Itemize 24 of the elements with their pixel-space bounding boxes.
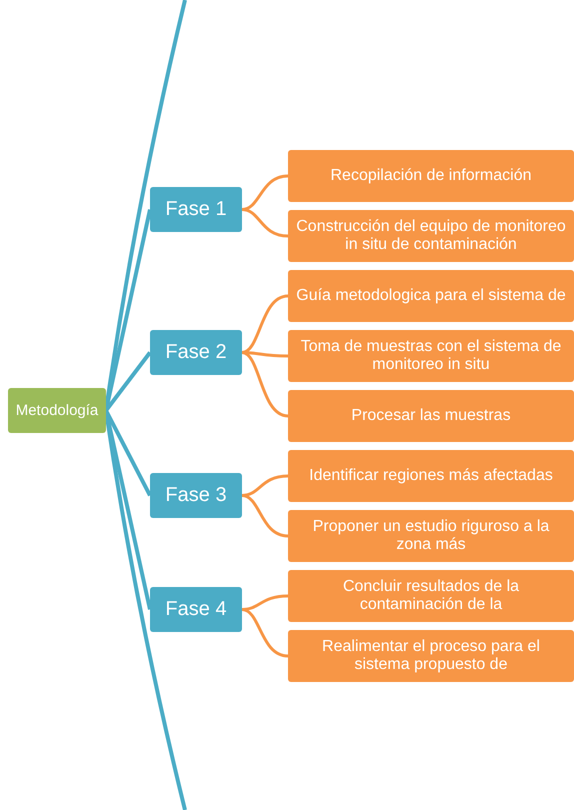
task-box: Recopilación de información — [288, 150, 574, 202]
phase-box: Fase 3 — [150, 473, 242, 518]
task-box: Construcción del equipo de monitoreo in situ de contaminación — [288, 210, 574, 262]
connector-line — [242, 208, 288, 238]
task-box: Concluir resultados de la contaminación de la — [288, 570, 574, 622]
phase-box: Fase 1 — [150, 187, 242, 232]
connector-line — [242, 351, 288, 358]
task-box: Proponer un estudio riguroso a la zona más — [288, 510, 574, 562]
connector-line — [242, 494, 288, 538]
connector-line — [242, 174, 288, 211]
task-box: Identificar regiones más afectadas — [288, 450, 574, 502]
connector-line — [242, 351, 288, 418]
connector-line — [242, 294, 288, 354]
connector-line — [242, 474, 288, 497]
task-box: Realimentar el proceso para el sistema propuesto de — [288, 630, 574, 682]
task-box: Guía metodologica para el sistema de — [288, 270, 574, 322]
root-box: Metodología — [8, 388, 106, 433]
task-box: Procesar las muestras — [288, 390, 574, 442]
connector-line — [104, 410, 152, 496]
phase-box: Fase 4 — [150, 587, 242, 632]
connector-line — [242, 594, 288, 611]
connector-line — [242, 608, 288, 658]
task-box: Toma de muestras con el sistema de monitoreo in situ — [288, 330, 574, 382]
phase-box: Fase 2 — [150, 330, 242, 375]
